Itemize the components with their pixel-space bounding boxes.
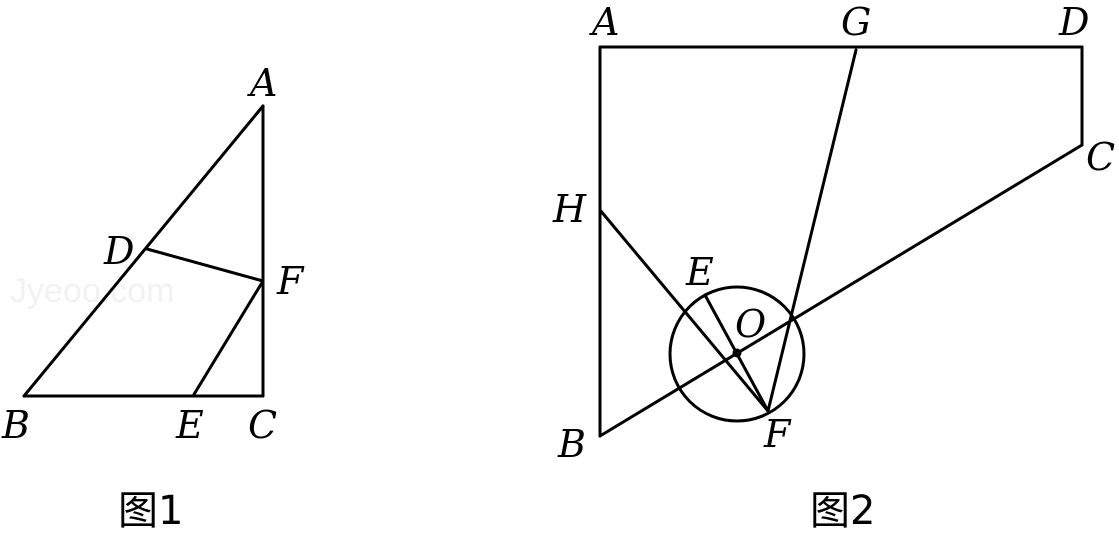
label-F: F [276,259,305,303]
segment-EF [191,279,265,398]
label-C: C [248,403,277,447]
label-E: E [175,403,204,447]
label-C: C [1086,135,1115,179]
caption-figure-1: 图1 [118,488,183,534]
label-D: D [103,229,134,273]
center-point-O [732,348,742,358]
label-G: G [841,0,871,44]
label-D: D [1058,0,1089,44]
segment-DF [145,247,265,283]
segment-AB [22,104,265,398]
figure-1: A B C D E F 图1 [1,61,305,534]
label-A: A [589,0,619,44]
label-B: B [1,403,30,447]
label-E: E [685,250,714,294]
figure-2: A G D C H E O B F 图2 [552,0,1115,534]
segment-BC [598,143,1084,438]
segment-HF [598,208,770,413]
label-B: B [557,422,586,466]
watermark: Jyeoo.com [10,272,174,310]
caption-figure-2: 图2 [810,488,875,534]
segment-GF [766,48,858,413]
label-H: H [552,187,587,231]
circle-O [668,285,806,423]
label-F: F [763,412,792,456]
label-A: A [247,61,277,105]
label-O: O [735,302,766,346]
